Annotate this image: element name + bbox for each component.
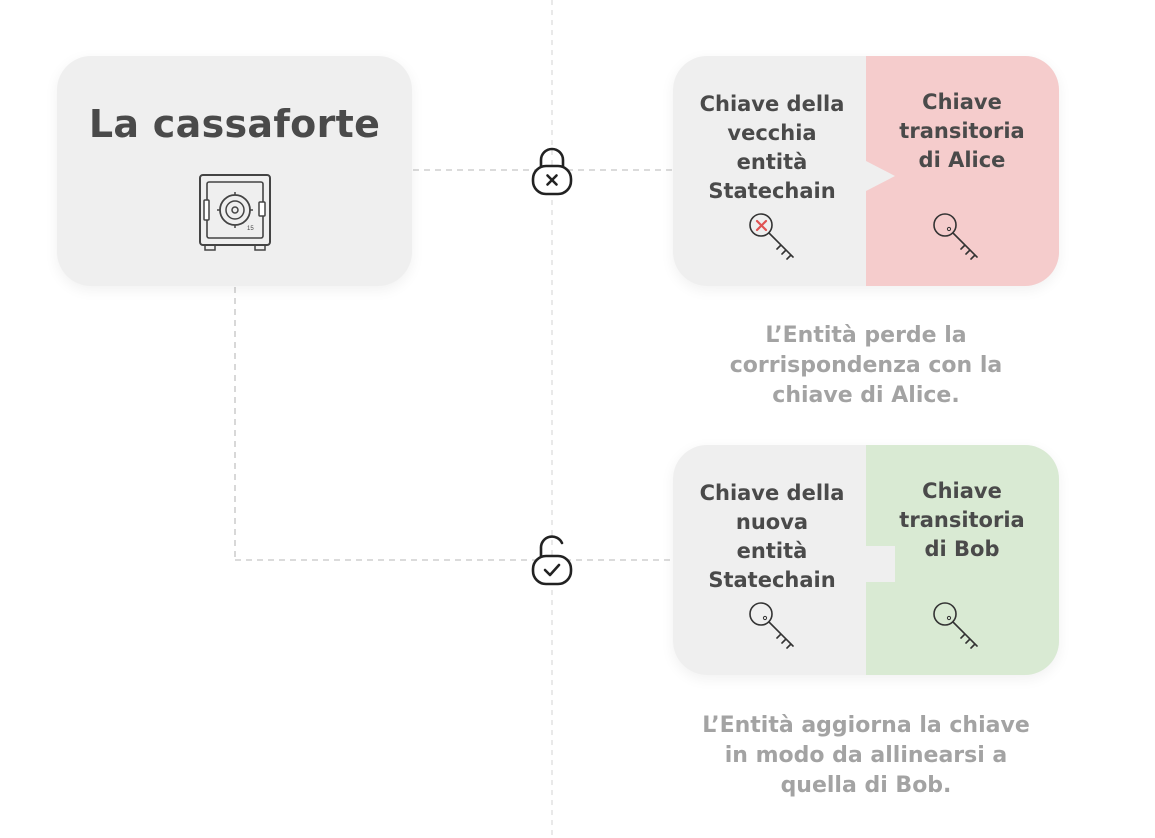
new-entity-key-icon [749, 602, 794, 649]
lock-open-check-icon [531, 535, 573, 586]
alice-key-icon [933, 213, 978, 260]
bob-key-icon [933, 602, 978, 649]
new-key-pair-card: Chiave della nuova entità Statechain Chi… [673, 445, 1059, 675]
vault-title: La cassaforte [88, 102, 381, 146]
new-entity-key-label: Chiave della nuova entità Statechain [699, 481, 845, 592]
old-card-background [673, 56, 1059, 286]
alice-transitory-key-label: Chiave transitoria di Alice [899, 90, 1025, 172]
new-card-background [673, 445, 1059, 675]
new-scenario-caption: L’Entità aggiorna la chiave in modo da a… [702, 713, 1030, 798]
vault-card: La cassaforte 15 [57, 56, 412, 286]
new-card-right-panel [866, 445, 1059, 675]
old-key-pair-card: Chiave della vecchia entità Statechain C… [673, 56, 1059, 286]
key-crossed-icon [749, 213, 794, 260]
old-card-right-panel [866, 56, 1059, 286]
safe-icon: 15 [199, 174, 271, 251]
old-entity-key-label: Chiave della vecchia entità Statechain [699, 92, 845, 203]
safe-dial-label: 15 [247, 226, 254, 232]
bob-transitory-key-label: Chiave transitoria di Bob [899, 479, 1025, 561]
lock-closed-x-icon [531, 147, 573, 196]
old-scenario-caption: L’Entità perde la corrispondenza con la … [729, 323, 1003, 408]
